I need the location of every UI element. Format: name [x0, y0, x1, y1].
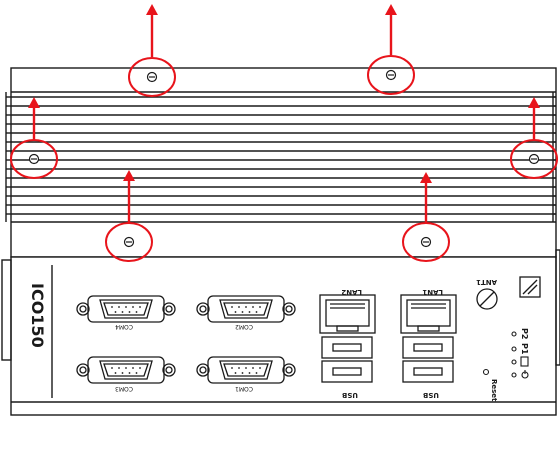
front-panel — [1, 249, 560, 416]
lan2-label: LAN2 — [341, 288, 362, 296]
model-label: ICO150 — [28, 283, 47, 348]
callout-circle — [402, 222, 450, 262]
led-p2-dot — [511, 331, 517, 337]
heatsink — [5, 67, 557, 258]
com3-label: COM3 — [115, 385, 133, 392]
storage-icon — [520, 356, 529, 367]
callout-circle — [367, 55, 415, 95]
usb-stack-left — [321, 336, 373, 383]
lan2-port — [319, 294, 376, 334]
removal-markers — [10, 4, 558, 262]
callout-circle — [10, 139, 58, 179]
heatsink-outline — [10, 67, 557, 258]
com1-label: COM1 — [235, 385, 253, 392]
com-port-group — [76, 295, 296, 384]
screw-marker — [128, 4, 176, 97]
heatsink-fins — [6, 96, 556, 215]
arrow-head — [123, 170, 135, 181]
led-indicators — [511, 331, 517, 378]
callout-circle — [510, 139, 558, 179]
lan1-label: LAN1 — [422, 288, 443, 296]
arrow-head — [385, 4, 397, 15]
com2-label: COM2 — [235, 323, 253, 330]
mount-ear-left — [1, 259, 12, 361]
power-icon — [521, 370, 529, 379]
screw-marker — [367, 4, 415, 95]
com4-label: COM4 — [115, 323, 133, 330]
screw-marker — [510, 97, 558, 179]
com-port — [76, 295, 176, 323]
led-p1-dot — [511, 346, 517, 352]
led-storage-dot — [511, 359, 517, 365]
reset-button — [482, 368, 490, 376]
led-power-dot — [511, 372, 517, 378]
arrow-head — [146, 4, 158, 15]
usb-right-label: USB — [423, 391, 439, 399]
screw-marker — [105, 170, 153, 262]
lan1-port — [400, 294, 457, 334]
arrow-head — [528, 97, 540, 108]
led-p2-label: P2 — [520, 328, 529, 339]
com-port — [76, 356, 176, 384]
screw-marker — [10, 97, 58, 179]
antenna-connector — [476, 288, 498, 310]
callout-circle — [105, 222, 153, 262]
arrow-head — [420, 172, 432, 183]
screw-marker — [402, 172, 450, 262]
callout-circle — [128, 57, 176, 97]
usb-left-label: USB — [342, 391, 358, 399]
com-port — [196, 295, 296, 323]
led-p1-label: P1 — [520, 343, 529, 355]
mount-ear-right — [555, 249, 560, 366]
arrow-head — [28, 97, 40, 108]
antenna-label: ANT1 — [476, 278, 497, 286]
usb-stack-right — [402, 336, 454, 383]
reset-label: Reset — [490, 379, 498, 402]
front-panel-outline — [10, 256, 557, 416]
com-port — [196, 356, 296, 384]
logo-icon — [519, 276, 541, 298]
